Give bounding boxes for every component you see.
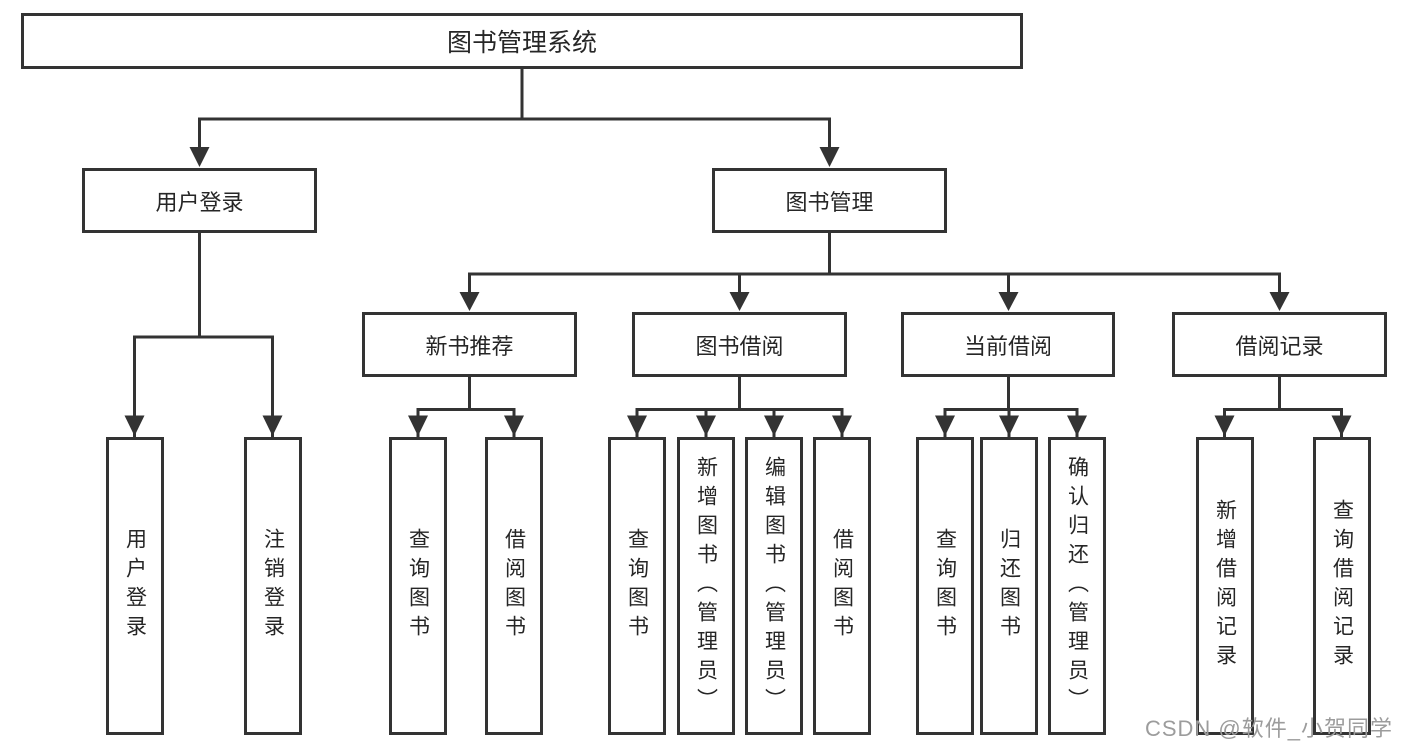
leaf-borrow-book: 借阅图书 xyxy=(813,437,871,735)
node-label: 用户登录 xyxy=(123,528,147,644)
leaf-query-borrow-record: 查询借阅记录 xyxy=(1313,437,1371,735)
leaf-add-borrow-record: 新增借阅记录 xyxy=(1196,437,1254,735)
node-root: 图书管理系统 xyxy=(21,13,1023,69)
leaf-return-book: 归还图书 xyxy=(980,437,1038,735)
node-label: 图书借阅 xyxy=(695,333,784,359)
node-label: 用户登录 xyxy=(155,189,244,215)
node-user-login: 用户登录 xyxy=(82,168,317,233)
leaf-query-book-borrow: 查询图书 xyxy=(608,437,666,735)
node-label: 当前借阅 xyxy=(963,333,1052,359)
node-label: 查询图书 xyxy=(933,528,957,644)
node-label: 新增图书（管理员） xyxy=(694,455,718,717)
leaf-add-book-admin: 新增图书（管理员） xyxy=(677,437,735,735)
node-label: 借阅图书 xyxy=(830,528,854,644)
node-label: 图书管理系统 xyxy=(446,29,597,57)
node-label: 确认归还（管理员） xyxy=(1065,455,1089,717)
node-borrow-records: 借阅记录 xyxy=(1172,312,1387,377)
leaf-edit-book-admin: 编辑图书（管理员） xyxy=(745,437,803,735)
node-label: 图书管理 xyxy=(785,189,874,215)
leaf-query-book-recommend: 查询图书 xyxy=(389,437,447,735)
node-current-borrow: 当前借阅 xyxy=(901,312,1115,377)
node-book-management: 图书管理 xyxy=(712,168,947,233)
leaf-logout: 注销登录 xyxy=(244,437,302,735)
csdn-watermark: CSDN @软件_小贺同学 xyxy=(1144,716,1393,741)
node-label: 查询图书 xyxy=(625,528,649,644)
node-label: 新书推荐 xyxy=(425,333,514,359)
leaf-user-login: 用户登录 xyxy=(106,437,164,735)
node-label: 借阅记录 xyxy=(1235,333,1324,359)
node-label: 新增借阅记录 xyxy=(1213,499,1237,673)
node-label: 查询借阅记录 xyxy=(1330,499,1354,673)
leaf-query-book-current: 查询图书 xyxy=(916,437,974,735)
leaf-borrow-book-recommend: 借阅图书 xyxy=(485,437,543,735)
node-label: 归还图书 xyxy=(997,528,1021,644)
node-book-borrow: 图书借阅 xyxy=(632,312,847,377)
node-new-book-recommend: 新书推荐 xyxy=(362,312,577,377)
node-label: 查询图书 xyxy=(406,528,430,644)
leaf-confirm-return-admin: 确认归还（管理员） xyxy=(1048,437,1106,735)
node-label: 编辑图书（管理员） xyxy=(762,455,786,717)
node-label: 借阅图书 xyxy=(502,528,526,644)
node-label: 注销登录 xyxy=(261,528,285,644)
